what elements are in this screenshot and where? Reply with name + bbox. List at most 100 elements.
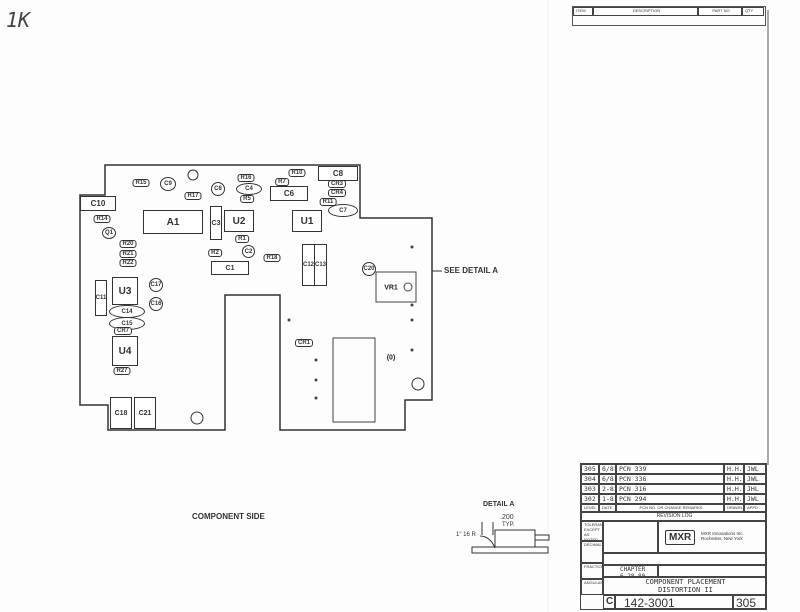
ic-a1: A1 bbox=[143, 210, 203, 234]
rev-level: 302 bbox=[581, 494, 599, 504]
diode-cr4: CR4 bbox=[327, 189, 347, 197]
capacitor-c20: C20 bbox=[362, 262, 376, 276]
rev-header-drawn: DRAWN bbox=[724, 504, 744, 512]
capacitor-c8: C8 bbox=[211, 182, 225, 196]
capacitor-c2: C2 bbox=[242, 245, 255, 258]
diode-cr1: CR1 bbox=[294, 339, 314, 347]
resistor-r14: R14 bbox=[93, 215, 111, 223]
resistor-r1: R1 bbox=[235, 235, 249, 243]
corner-mark: 1K bbox=[6, 8, 31, 32]
capacitor-c6: C6 bbox=[270, 186, 308, 201]
resistor-r10: R10 bbox=[288, 169, 306, 177]
resistor-r21: R21 bbox=[119, 250, 137, 258]
capacitor-c21: C21 bbox=[134, 397, 156, 429]
capacitor-c11: C11 bbox=[95, 280, 107, 316]
ic-u1: U1 bbox=[292, 210, 322, 232]
rev-date: 6/81 bbox=[599, 464, 616, 474]
capacitor-c17: C17 bbox=[149, 278, 163, 292]
revision-level: 305 bbox=[733, 595, 766, 609]
rev-pcn: PCN 316 bbox=[616, 484, 724, 494]
company-name: MXR Innovations Inc. Rochester, New York bbox=[701, 531, 744, 541]
transistor-q1: Q1 bbox=[102, 227, 116, 239]
detail-title: DETAIL A bbox=[483, 501, 515, 508]
capacitor-c1: C1 bbox=[211, 261, 249, 275]
resistor-r15: R15 bbox=[132, 179, 150, 187]
drawing-title-line2: DISTORTION II bbox=[658, 586, 713, 594]
mxr-logo: MXR bbox=[665, 530, 696, 545]
rev-drawn: H.H. bbox=[724, 474, 744, 484]
rev-level: 305 bbox=[581, 464, 599, 474]
diode-cr3: CR3 bbox=[327, 180, 347, 188]
rev-drawn: H.H. bbox=[724, 484, 744, 494]
resistor-r22: R22 bbox=[119, 259, 137, 267]
rev-appd: JWL bbox=[744, 474, 766, 484]
capacitor-c14: C14 bbox=[109, 305, 145, 318]
detail-radius: 1" 16 R bbox=[456, 532, 476, 538]
decimal-label: DECIMAL bbox=[581, 541, 603, 563]
drawing-title: COMPONENT PLACEMENT DISTORTION II bbox=[603, 577, 766, 595]
capacitor-c16: C16 bbox=[149, 297, 163, 311]
detail-typ: TYP. bbox=[502, 522, 515, 528]
resistor-r2: R2 bbox=[208, 249, 222, 257]
capacitor-c9: C9 bbox=[160, 177, 176, 191]
view-label: COMPONENT SIDE bbox=[192, 512, 265, 521]
drawn-cell: CHAPTER 6-28-80 bbox=[603, 565, 658, 577]
resistor-r5: R5 bbox=[240, 195, 254, 203]
sheet-size: C bbox=[603, 595, 615, 609]
drawing-title-line1: COMPONENT PLACEMENT bbox=[645, 578, 726, 586]
fractional-label: FRACTIONAL bbox=[581, 563, 603, 579]
capacitor-c3: C3 bbox=[210, 206, 222, 240]
detail-dim: .200 bbox=[500, 514, 514, 521]
revision-log-title: REVISION LOG bbox=[581, 512, 766, 521]
tolerances-label: TOLERANCES EXCEPT AS NOTED bbox=[581, 521, 603, 541]
parts-list: ITEM DESCRIPTION PART NO QTY bbox=[572, 6, 766, 26]
diode-cr7: CR7 bbox=[113, 327, 133, 335]
rev-header-remarks: PCN NO. OR CHANGE REMARKS bbox=[616, 504, 724, 512]
resistor-r7: R7 bbox=[275, 178, 289, 186]
rev-pcn: PCN 339 bbox=[616, 464, 724, 474]
capacitor-c18: C18 bbox=[110, 397, 132, 429]
rev-level: 303 bbox=[581, 484, 599, 494]
rev-date: 2-81 bbox=[599, 484, 616, 494]
rev-level: 304 bbox=[581, 474, 599, 484]
drawing-number: 142-3001 bbox=[615, 595, 733, 609]
resistor-r16: R16 bbox=[237, 174, 255, 182]
angular-label: ANGULAR bbox=[581, 579, 603, 595]
rev-date: 6/81 bbox=[599, 474, 616, 484]
capacitor-c10: C10 bbox=[80, 196, 116, 211]
ic-u3: U3 bbox=[112, 277, 138, 305]
title-block: 305 6/81 PCN 339 H.H. JWL 304 6/81 PCN 3… bbox=[580, 463, 767, 610]
capacitor-c4: C4 bbox=[236, 183, 262, 195]
resistor-r11: R11 bbox=[319, 198, 337, 206]
regulator-vr1: VR1 bbox=[384, 284, 398, 292]
rev-pcn: PCN 336 bbox=[616, 474, 724, 484]
resistor-r27: R27 bbox=[113, 367, 131, 375]
rev-appd: JHL bbox=[744, 484, 766, 494]
capacitor-c7: C7 bbox=[328, 204, 358, 217]
rev-header-level: LEVEL bbox=[581, 504, 599, 512]
drawn-by: CHAPTER bbox=[620, 566, 646, 573]
signature-cell bbox=[603, 521, 658, 553]
checked-cell bbox=[658, 565, 766, 577]
resistor-r18: R18 bbox=[263, 254, 281, 262]
rev-drawn: H.H. bbox=[724, 464, 744, 474]
rev-drawn: H.H. bbox=[724, 494, 744, 504]
rev-appd: JWL bbox=[744, 494, 766, 504]
rev-pcn: PCN 294 bbox=[616, 494, 724, 504]
ic-u2: U2 bbox=[224, 210, 254, 232]
approval-row bbox=[603, 553, 766, 565]
resistor-r20: R20 bbox=[119, 240, 137, 248]
drawn-date: 6-28-80 bbox=[620, 573, 646, 577]
resistor-r17: R17 bbox=[184, 192, 202, 200]
parts-header-partno: PART NO bbox=[698, 7, 742, 16]
company-cell: MXR MXR Innovations Inc. Rochester, New … bbox=[658, 521, 766, 553]
capacitor-c13: C13 bbox=[314, 244, 327, 286]
rev-header-date: DATE bbox=[599, 504, 616, 512]
parts-header-description: DESCRIPTION bbox=[593, 7, 698, 16]
capacitor-c8-box: C8 bbox=[318, 166, 358, 181]
mounting-hole-label: (0) bbox=[386, 354, 396, 362]
parts-header-qty: QTY bbox=[742, 7, 764, 16]
see-detail-callout: SEE DETAIL A bbox=[444, 266, 499, 275]
